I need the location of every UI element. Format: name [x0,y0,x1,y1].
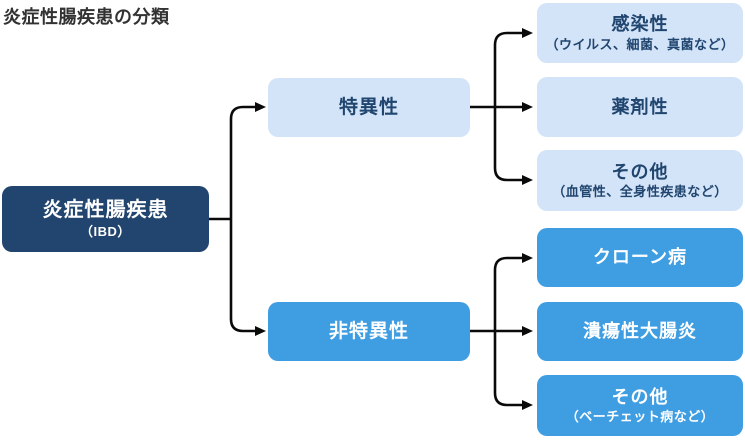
node-label: 炎症性腸疾患 [42,198,169,221]
node-label: 薬剤性 [611,96,669,117]
node-other-specific: その他 （血管性、全身性疾患など） [537,150,743,211]
node-nonspecific: 非特異性 [268,302,470,361]
node-crohns-disease: クローン病 [537,228,743,287]
node-specific: 特異性 [268,78,470,137]
connector-root-to-specific [229,102,266,219]
node-drug-induced: 薬剤性 [537,77,743,137]
connector-nonspecific-to-crohn [493,253,533,331]
node-label: 非特異性 [328,320,409,342]
connector-specific-to-other [493,107,533,185]
connector-root-to-nonspecific [229,219,266,336]
node-label: その他 [611,161,669,182]
connector-nonspecific-to-other [493,331,533,410]
node-label: 特異性 [338,96,399,118]
node-sublabel: （血管性、全身性疾患など） [552,184,728,200]
node-label: 感染性 [611,14,669,35]
node-sublabel: （ウイルス、細菌、真菌など） [545,36,735,52]
node-label: 潰瘍性大腸炎 [583,321,697,342]
node-other-nonspecific: その他 （ベーチェット病など） [537,375,743,436]
page-title: 炎症性腸疾患の分類 [3,7,170,27]
node-label: その他 [611,386,669,407]
node-ulcerative-colitis: 潰瘍性大腸炎 [537,302,743,361]
connector-specific-to-infectious [493,28,533,107]
node-sublabel: （IBD） [80,223,131,239]
node-label: クローン病 [592,247,688,268]
node-sublabel: （ベーチェット病など） [565,409,715,425]
node-ibd-root: 炎症性腸疾患 （IBD） [2,186,209,252]
node-infectious: 感染性 （ウイルス、細菌、真菌など） [537,3,743,63]
